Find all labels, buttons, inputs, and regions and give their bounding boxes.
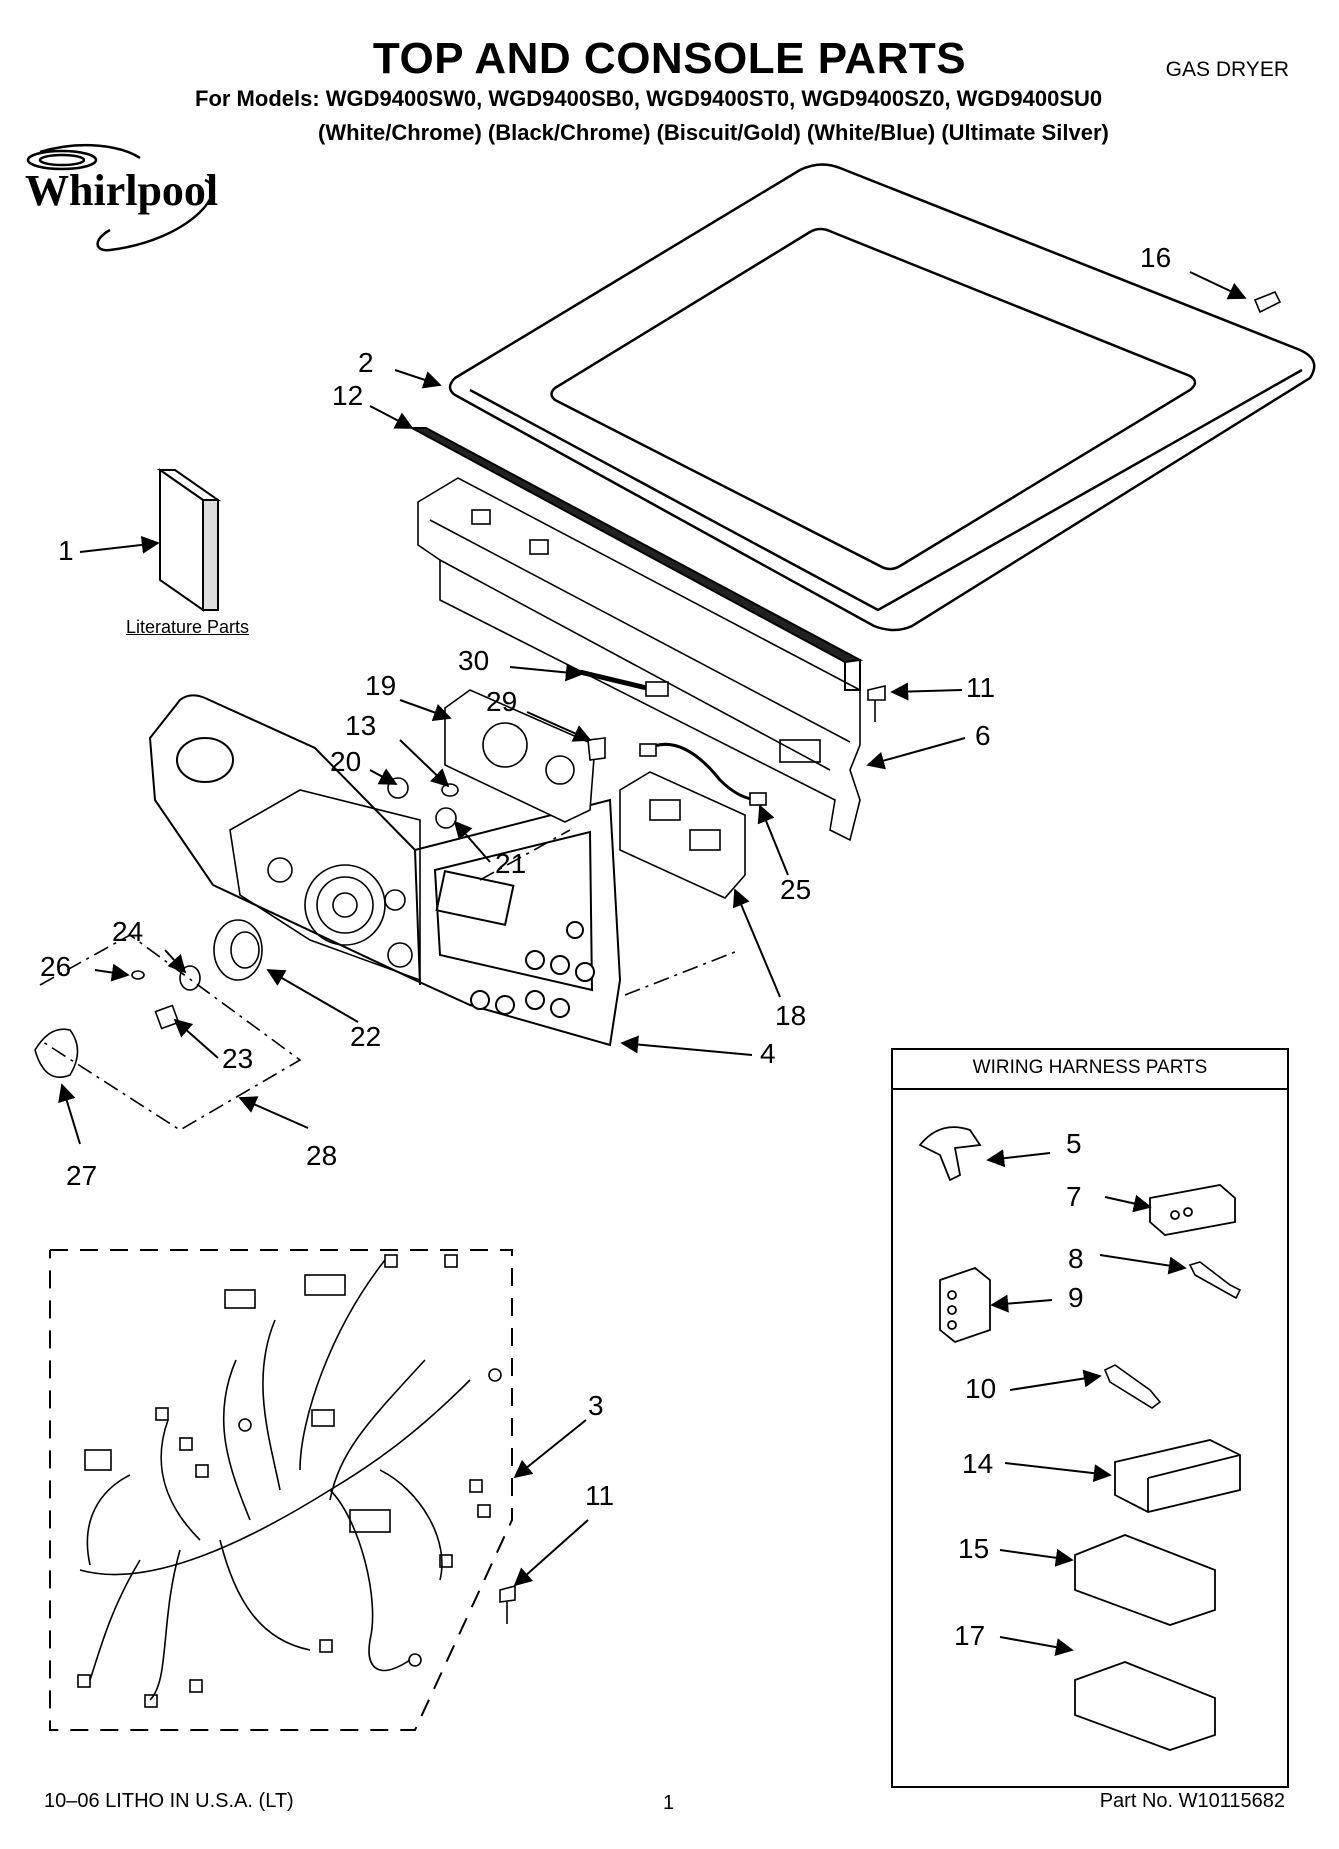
- callout-7: 7: [1066, 1181, 1082, 1212]
- brand-logo-text: Whirlpool: [25, 166, 219, 215]
- whirlpool-logo-icon: [26, 143, 214, 252]
- footer-part-number: Part No. W10115682: [1099, 1790, 1285, 1812]
- callout-23: 23: [222, 1043, 254, 1074]
- callout-1: 1: [58, 535, 74, 566]
- callout-17: 17: [954, 1620, 986, 1651]
- literature-parts-label: Literature Parts: [126, 617, 250, 637]
- model-list: For Models: WGD9400SW0, WGD9400SB0, WGD9…: [195, 86, 1103, 111]
- callout-13: 13: [345, 710, 377, 741]
- callout-28: 28: [306, 1140, 338, 1171]
- callout-3: 3: [588, 1390, 604, 1421]
- harness-part-clip-icon: [918, 1126, 982, 1182]
- callout-22: 22: [350, 1021, 382, 1052]
- harness-part-plug-icon: [1149, 1184, 1236, 1236]
- harness-part-connector-icon: [939, 1266, 991, 1344]
- callout-21: 21: [495, 848, 527, 879]
- footer-litho: 10–06 LITHO IN U.S.A. (LT): [44, 1790, 294, 1812]
- kit-boundary-lines: [39, 829, 741, 1131]
- footer-page-number: 1: [663, 1792, 675, 1814]
- control-board-part: [619, 771, 746, 899]
- harness-part-block-icon: [1074, 1534, 1216, 1751]
- color-list: (White/Chrome) (Black/Chrome) (Biscuit/G…: [318, 120, 1109, 145]
- user-interface-board-part: [444, 689, 596, 823]
- callout-25: 25: [780, 874, 812, 905]
- dryer-top-panel-part: [448, 163, 1316, 632]
- callout-9: 9: [1068, 1282, 1084, 1313]
- callout-14: 14: [962, 1448, 994, 1479]
- callout-19: 19: [365, 670, 397, 701]
- callout-26: 26: [40, 951, 72, 982]
- callout-12: 12: [332, 380, 364, 411]
- page-title: TOP AND CONSOLE PARTS: [372, 34, 967, 83]
- callout-leader-lines: [58, 271, 1247, 1656]
- callout-2: 2: [358, 347, 374, 378]
- wiring-harness-parts-box: [891, 1048, 1289, 1788]
- callout-24: 24: [112, 916, 144, 947]
- callout-8: 8: [1068, 1243, 1084, 1274]
- callout-5: 5: [1066, 1128, 1082, 1159]
- callout-18: 18: [775, 1000, 807, 1031]
- harness-part-terminal-icon: [1103, 1261, 1242, 1409]
- callout-16: 16: [1140, 242, 1172, 273]
- document-type: GAS DRYER: [1165, 58, 1289, 81]
- callout-4: 4: [760, 1038, 776, 1069]
- callout-30: 30: [458, 645, 490, 676]
- literature-book-part: [156, 468, 222, 612]
- callout-27: 27: [66, 1160, 98, 1191]
- callout-15: 15: [958, 1533, 990, 1564]
- callout-6: 6: [975, 720, 991, 751]
- console-bracket-part: [417, 477, 861, 842]
- trim-strip-part: [411, 427, 864, 691]
- wiring-harness-part: [77, 1254, 502, 1708]
- callout-10: 10: [965, 1373, 997, 1404]
- small-hardware-parts: [387, 290, 1282, 1624]
- console-housing-part: [229, 789, 421, 982]
- knob-assembly-part: [34, 919, 263, 1078]
- wiring-harness-boundary: [49, 1249, 513, 1731]
- callout-11-bottom: 11: [585, 1480, 615, 1511]
- console-panel-part: [148, 694, 622, 1047]
- callout-11-top: 11: [966, 672, 996, 703]
- harness-part-housing-icon: [1114, 1439, 1241, 1513]
- wiring-harness-parts-title: WIRING HARNESS PARTS: [891, 1048, 1289, 1090]
- callout-29: 29: [486, 686, 518, 717]
- callout-20: 20: [330, 746, 362, 777]
